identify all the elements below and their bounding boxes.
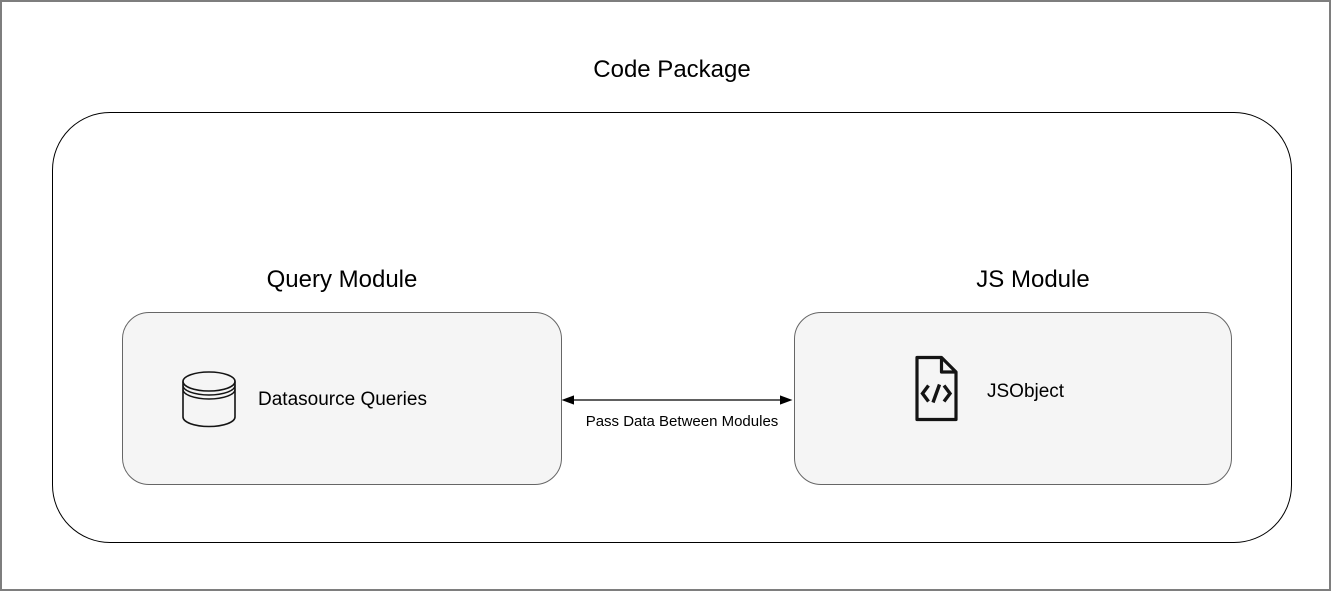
js-module-heading: JS Module — [976, 266, 1090, 293]
code-file-icon — [915, 355, 958, 422]
query-module-box: Datasource Queries — [122, 312, 562, 485]
js-box-label: JSObject — [987, 381, 1065, 402]
arrowhead-left-icon — [561, 395, 574, 405]
diagram-title: Code Package — [593, 56, 751, 83]
arrowhead-right-icon — [780, 395, 793, 405]
double-arrow-connector — [561, 395, 793, 405]
connector-label: Pass Data Between Modules — [585, 413, 779, 430]
query-box-label: Datasource Queries — [258, 389, 427, 410]
code-package-container — [52, 112, 1292, 543]
database-icon — [182, 371, 236, 428]
query-module-heading: Query Module — [266, 266, 418, 293]
js-module-box: JSObject — [794, 312, 1232, 485]
